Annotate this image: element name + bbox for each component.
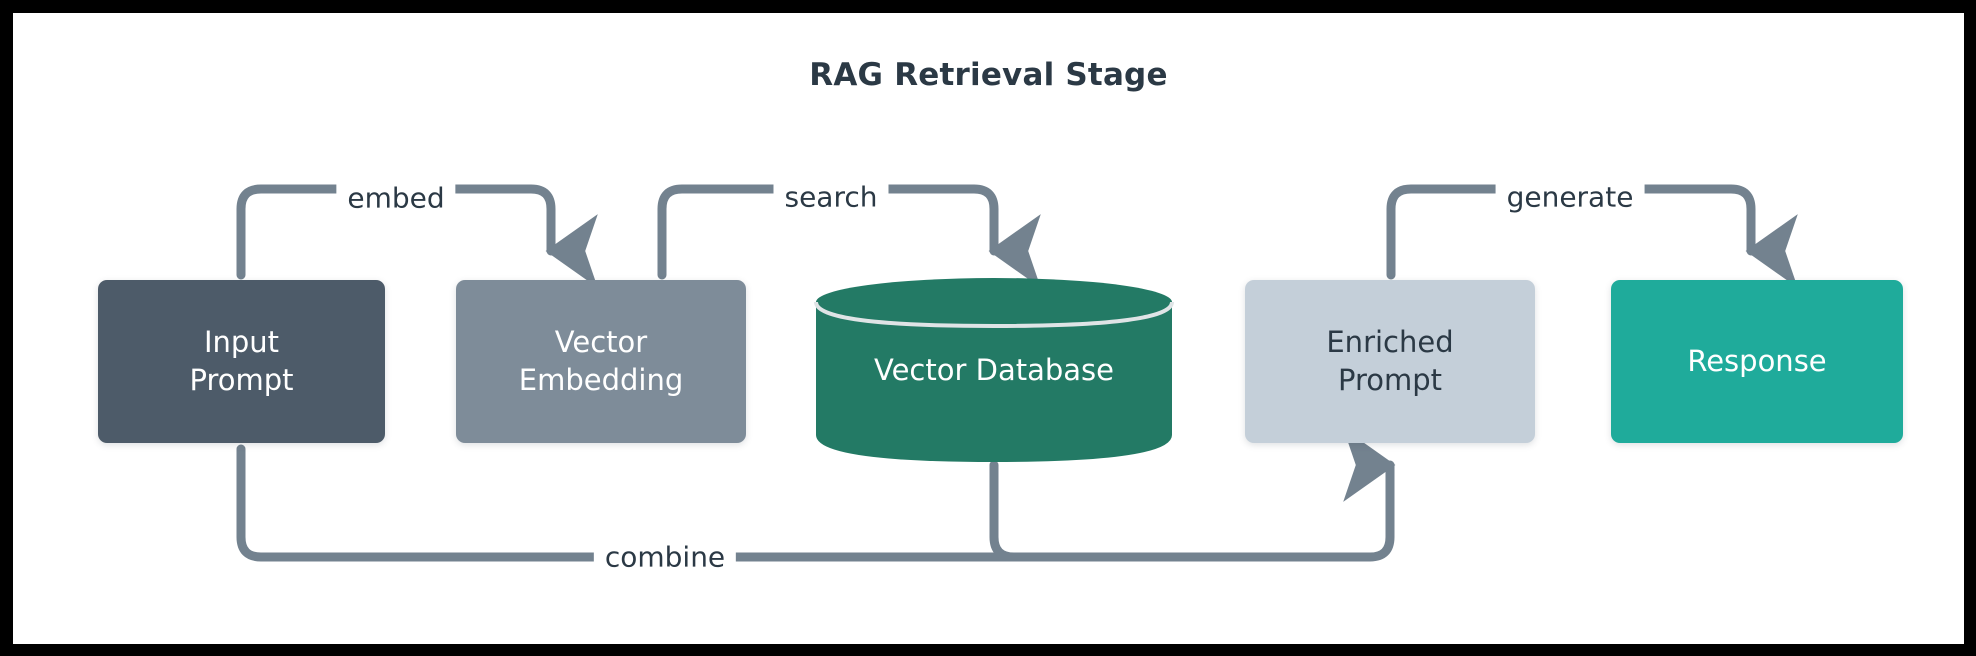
edge-label-generate: generate [1495, 180, 1645, 214]
node-input-prompt[interactable]: Input Prompt [98, 280, 385, 443]
node-response[interactable]: Response [1611, 280, 1903, 443]
node-enriched-prompt[interactable]: Enriched Prompt [1245, 280, 1535, 443]
page-title: RAG Retrieval Stage [809, 57, 1168, 93]
edge-label-embed: embed [336, 181, 456, 215]
connector-db-to-combine [989, 460, 1118, 562]
node-vector-embedding[interactable]: Vector Embedding [456, 280, 746, 443]
node-vector-database[interactable]: Vector Database [813, 275, 1175, 465]
edge-label-combine: combine [593, 540, 737, 574]
connector-combine [236, 428, 1396, 562]
diagram-canvas: RAG Retrieval Stage embed se [13, 13, 1964, 644]
node-vector-database-label: Vector Database [873, 353, 1114, 387]
cylinder-shape [814, 278, 1174, 462]
edge-label-search: search [773, 180, 889, 214]
